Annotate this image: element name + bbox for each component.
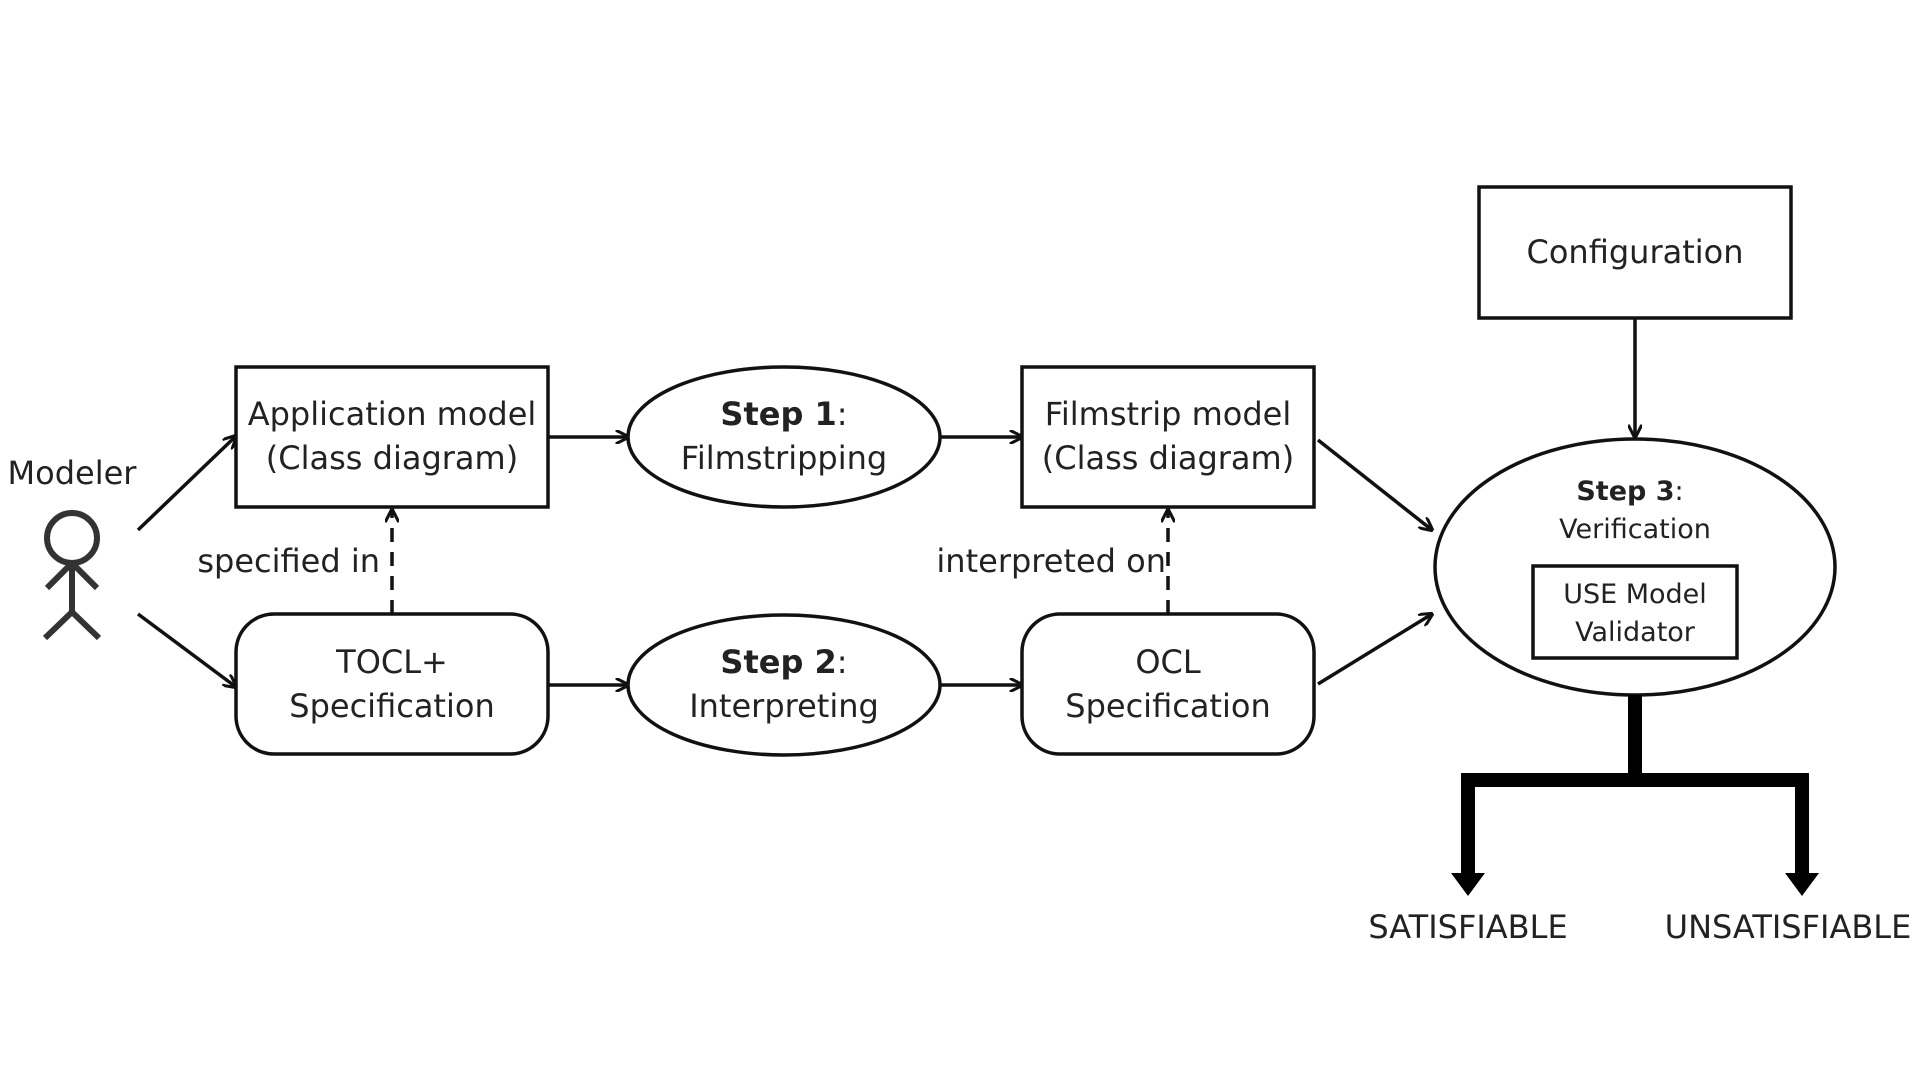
satisfiable-arrowhead [1451, 873, 1485, 896]
satisfiable-label: SATISFIABLE [1368, 908, 1567, 946]
ocl-to-step3-arrow [1317, 614, 1432, 686]
step2-line2: Interpreting [689, 687, 879, 725]
modeler-actor: Modeler [8, 454, 138, 641]
tocl-spec-line2: Specification [289, 687, 494, 725]
step3-title: Step 3: [1576, 476, 1683, 507]
unsatisfiable-arrowhead [1785, 873, 1819, 896]
step2-title: Step 2: [720, 643, 847, 681]
ocl-spec-line1: OCL [1135, 643, 1201, 681]
validator-line1: USE Model [1563, 579, 1707, 610]
filmstrip-model-line2: (Class diagram) [1042, 439, 1294, 477]
configuration-box: Configuration [1477, 185, 1793, 320]
tocl-specification-box: TOCL+ Specification [234, 612, 550, 756]
modeler-to-application-arrow [136, 436, 236, 532]
application-model-line2: (Class diagram) [266, 439, 518, 477]
step1-line2: Filmstripping [681, 439, 887, 477]
use-model-validator-box: USE Model Validator [1531, 564, 1739, 660]
outcome-branches [1451, 695, 1819, 896]
configuration-label: Configuration [1526, 233, 1743, 271]
filmstrip-model-line1: Filmstrip model [1045, 395, 1291, 433]
application-model-line1: Application model [248, 395, 537, 433]
ocl-spec-line2: Specification [1065, 687, 1270, 725]
stick-figure-icon [42, 510, 102, 641]
specified-in-label: specified in [197, 542, 380, 580]
step3-line2: Verification [1559, 514, 1711, 545]
step3-ellipse: Step 3: Verification USE Model Validator [1433, 437, 1837, 697]
step1-title: Step 1: [720, 395, 847, 433]
unsatisfiable-label: UNSATISFIABLE [1665, 908, 1912, 946]
interpreted-on-label: interpreted on [936, 542, 1166, 580]
validator-line2: Validator [1575, 617, 1696, 648]
modeler-to-tocl-arrow [136, 612, 236, 687]
modeler-label: Modeler [8, 454, 138, 492]
ocl-specification-box: OCL Specification [1020, 612, 1316, 756]
tocl-spec-line1: TOCL+ [335, 643, 448, 681]
application-model-box: Application model (Class diagram) [234, 365, 550, 509]
filmstrip-model-box: Filmstrip model (Class diagram) [1020, 365, 1316, 509]
step1-ellipse: Step 1: Filmstripping [626, 365, 942, 509]
filmstrip-to-step3-arrow [1316, 438, 1432, 530]
step2-ellipse: Step 2: Interpreting [626, 613, 942, 757]
